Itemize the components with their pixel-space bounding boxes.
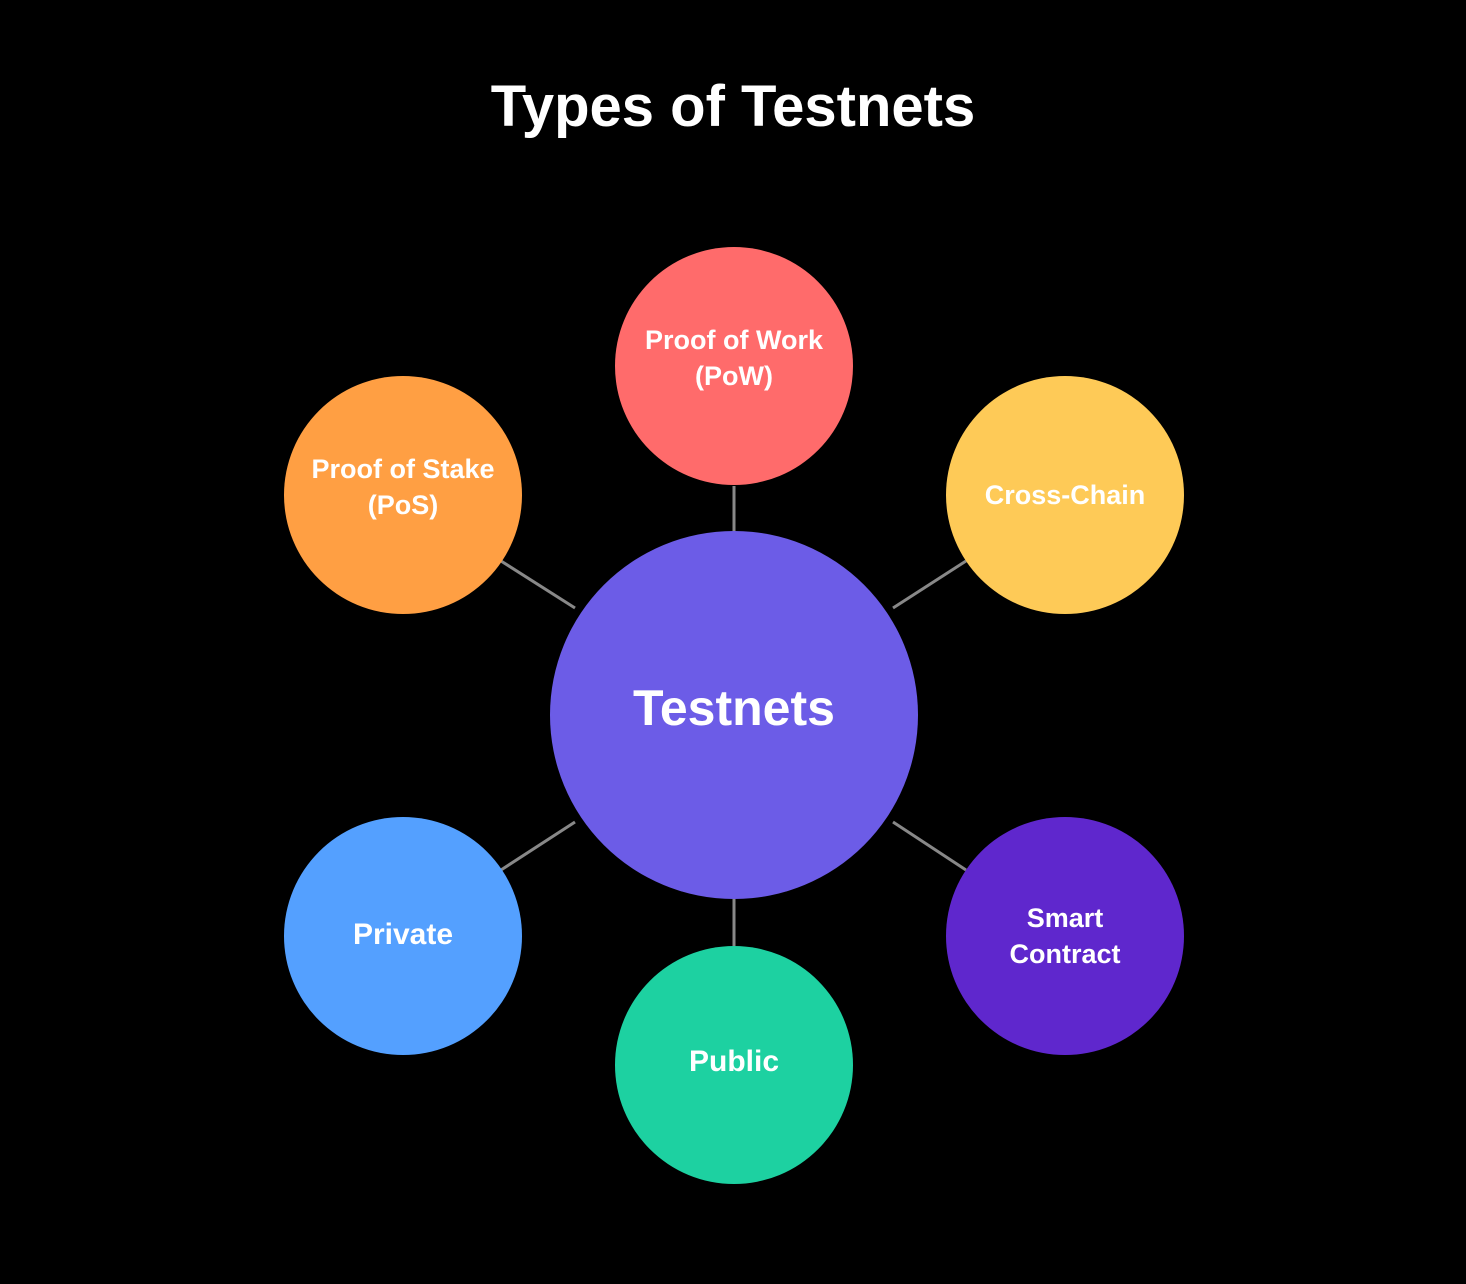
- node-label: Proof of Work (PoW): [645, 325, 823, 391]
- diagram-title: Types of Testnets: [490, 74, 976, 139]
- node-cross-chain: Cross-Chain: [946, 376, 1184, 614]
- connector-cross-chain: [892, 559, 967, 610]
- node-label: Private: [352, 918, 454, 951]
- node-label: Public: [688, 1045, 779, 1078]
- node-public: Public: [615, 946, 853, 1184]
- node-proof-of-work: Proof of Work (PoW): [615, 247, 853, 485]
- center-node-testnets: Testnets: [550, 531, 918, 899]
- connector-private: [500, 820, 576, 872]
- node-label: Proof of Stake (PoS): [311, 454, 495, 520]
- node-label: Smart Contract: [1009, 903, 1121, 969]
- node-smart-contract: Smart Contract: [946, 817, 1184, 1055]
- node-proof-of-stake: Proof of Stake (PoS): [284, 376, 522, 614]
- connector-pos: [500, 559, 576, 610]
- connector-smart-contract: [892, 820, 967, 872]
- node-label: Cross-Chain: [984, 480, 1146, 510]
- node-private: Private: [284, 817, 522, 1055]
- center-node-label: Testnets: [633, 680, 835, 736]
